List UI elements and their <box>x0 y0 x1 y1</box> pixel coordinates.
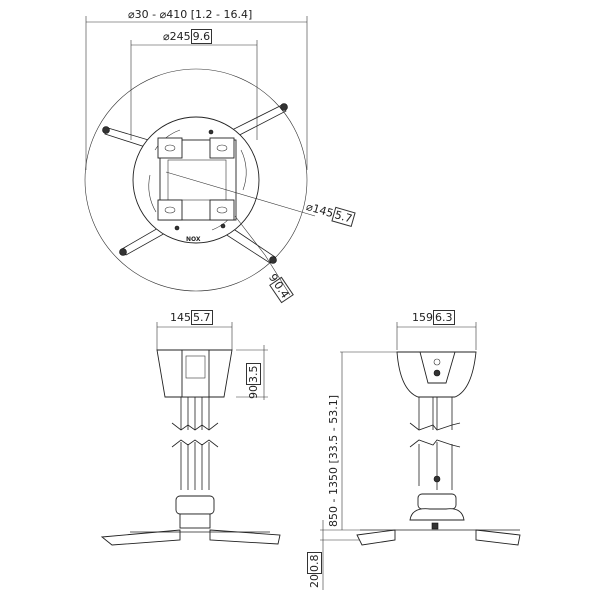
front-height-dimension: 903.5 <box>246 363 261 399</box>
front-height-in: 3.5 <box>246 363 261 385</box>
side-view <box>320 322 521 590</box>
front-height-mm: 90 <box>247 385 260 399</box>
base-mm: 20 <box>308 574 321 588</box>
plate-diameter-mm: ⌀245 <box>163 30 191 43</box>
side-width-in: 6.3 <box>433 310 455 325</box>
length-dimension: 850 - 1350 [33.5 - 53.1] <box>327 395 340 527</box>
top-view <box>84 16 316 296</box>
brand-logo: NOX <box>186 236 201 243</box>
plate-diameter-in: 9.6 <box>190 29 213 44</box>
outer-diameter-in: 1.2 - 16.4 <box>195 8 248 21</box>
length-in: 33.5 - 53.1 <box>327 399 340 460</box>
outer-diameter-dimension: ⌀30 - ⌀410 [1.2 - 16.4] <box>128 8 253 21</box>
length-mm: 850 - 1350 <box>327 467 340 527</box>
side-width-mm: 159 <box>412 311 433 324</box>
outer-diameter-mm: ⌀30 - ⌀410 <box>128 8 188 21</box>
base-in: 0.8 <box>307 552 322 574</box>
front-width-mm: 145 <box>170 311 191 324</box>
front-view <box>100 322 281 546</box>
base-dimension: 200.8 <box>307 552 322 588</box>
front-width-in: 5.7 <box>191 310 213 325</box>
